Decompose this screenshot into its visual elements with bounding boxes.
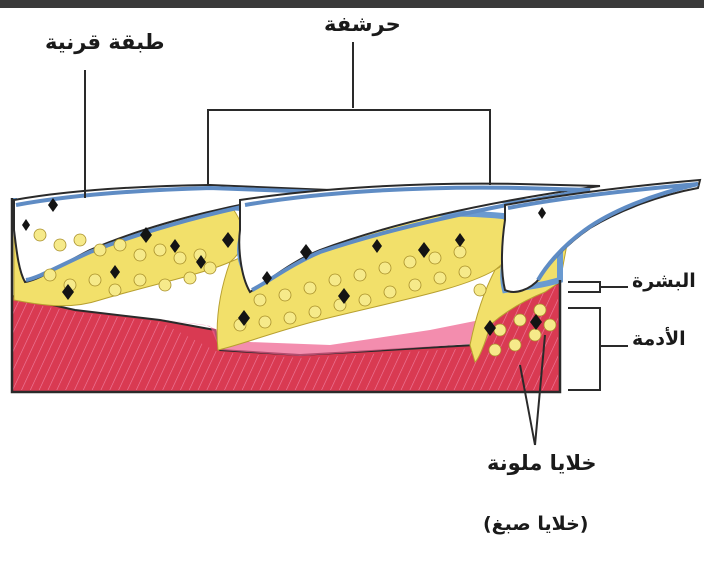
- top-border: [0, 0, 704, 8]
- label-scale: حرشفة: [324, 14, 401, 35]
- label-dermis: الأدمة: [632, 330, 686, 349]
- label-pigment-cells-alt: (خلايا صبغ): [483, 515, 588, 534]
- label-epidermis: البشرة: [632, 272, 696, 291]
- label-pigment-cells: خلايا ملونة: [487, 453, 597, 474]
- label-horny-layer: طبقة قرنية: [45, 32, 165, 53]
